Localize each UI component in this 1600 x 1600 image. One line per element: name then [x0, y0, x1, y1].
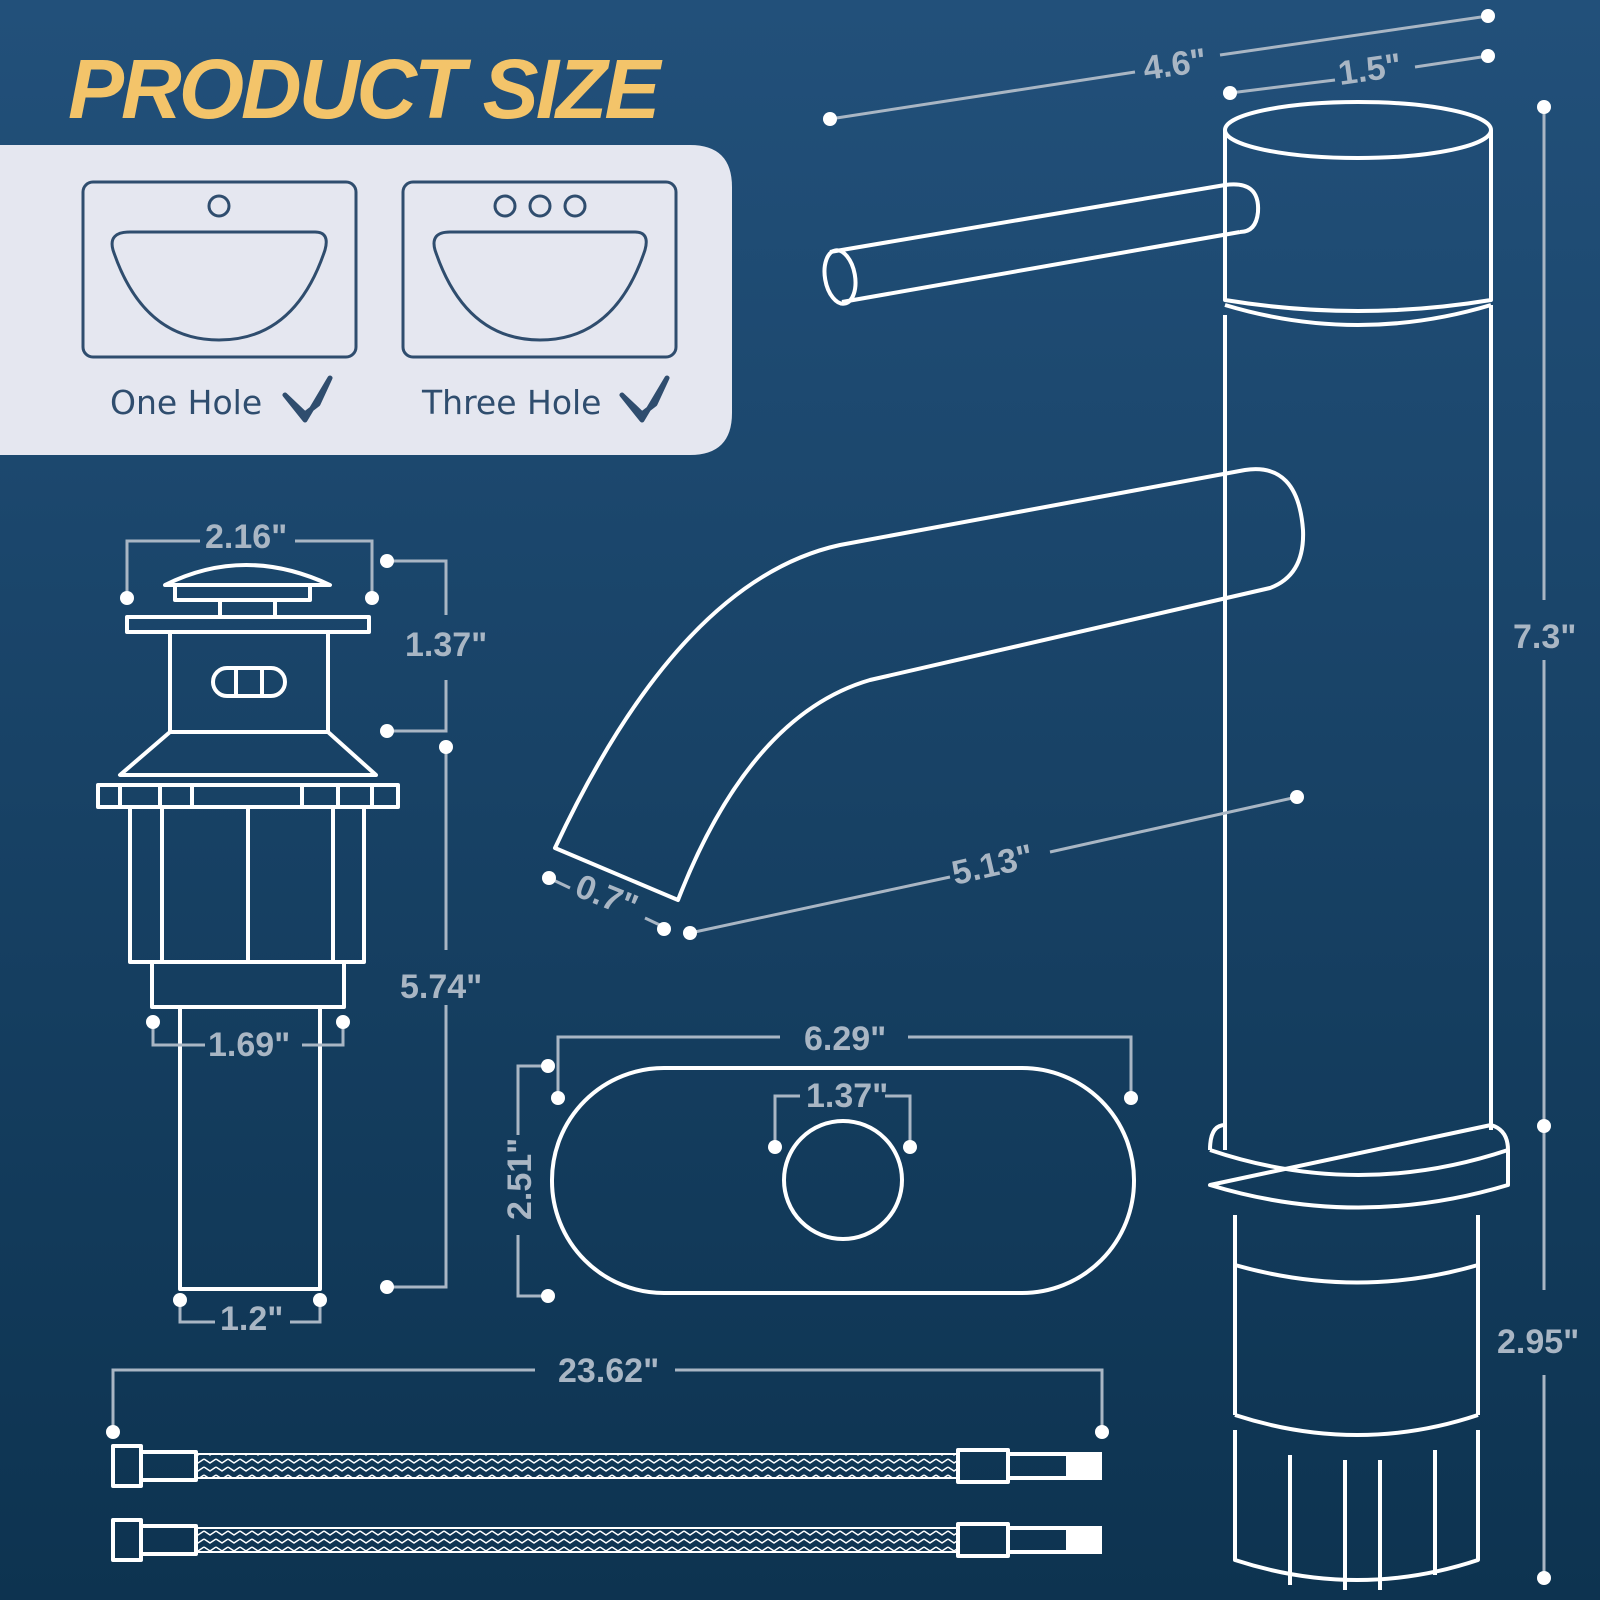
dim-total-height: 7.3": [1513, 618, 1576, 656]
hose-dimension-line: 23.62": [106, 1352, 1109, 1439]
faucet-drawing: [553, 100, 1510, 1590]
drain-drawing: [96, 563, 400, 1291]
dim-handle-diameter: 1.5": [1336, 46, 1404, 92]
dim-plate-width: 2.51": [501, 1138, 539, 1220]
dim-drain-total-height: 5.74": [400, 968, 482, 1006]
hose-drawing: [111, 1444, 1102, 1562]
dim-drain-body-width: 1.69": [208, 1026, 290, 1064]
dim-base-height: 2.95": [1497, 1323, 1579, 1361]
dim-hose-length: 23.62": [558, 1352, 659, 1390]
one-hole-label: One Hole: [110, 383, 262, 422]
page-title: PRODUCT SIZE: [68, 42, 663, 136]
dim-total-reach: 4.6": [1141, 41, 1209, 87]
drain-dimension-lines: 2.16" 1.37" 5.74" 1.69" 1.2": [120, 518, 487, 1338]
sink-compatibility-panel: One Hole Three Hole: [0, 145, 732, 455]
deck-plate-drawing: [550, 1066, 1136, 1295]
dim-plate-hole: 1.37": [806, 1077, 888, 1115]
deck-plate-dimension-lines: 6.29" 1.37" 2.51": [501, 1020, 1138, 1303]
check-icon: [282, 375, 333, 423]
three-hole-label: Three Hole: [421, 383, 602, 422]
dim-drain-cap-height: 1.37": [405, 626, 487, 664]
dim-drain-tail-width: 1.2": [220, 1300, 283, 1338]
hose-1: [111, 1444, 1102, 1488]
one-hole-sink-icon: [81, 180, 358, 359]
dim-plate-length: 6.29": [804, 1020, 886, 1058]
dim-drain-cap-width: 2.16": [205, 518, 287, 556]
three-hole-sink-icon: [401, 180, 678, 359]
check-icon: [619, 375, 670, 423]
hose-2: [111, 1518, 1102, 1562]
